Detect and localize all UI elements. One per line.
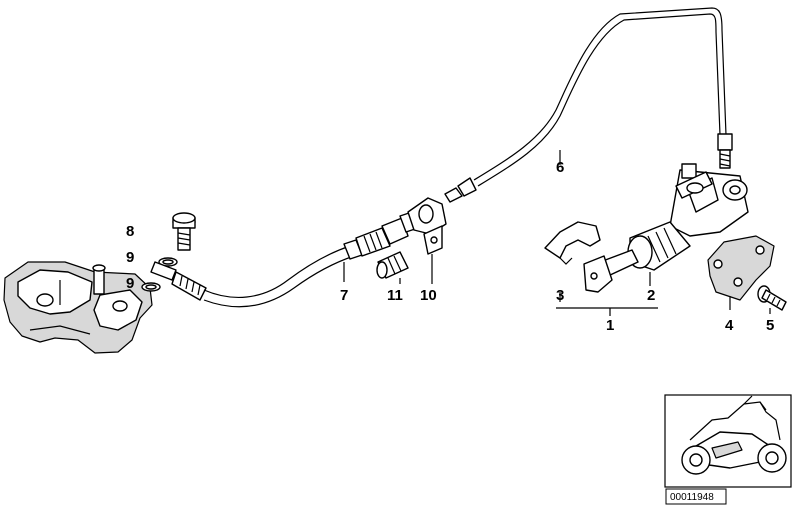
master-brake-cylinder (583, 163, 749, 293)
callout-5: 5 (766, 317, 774, 334)
bracket-plate (707, 235, 775, 301)
banjo-bolt (172, 212, 196, 251)
reference-number: 00011948 (670, 492, 714, 503)
sealing-rings (141, 257, 178, 292)
callout-10: 10 (420, 287, 437, 304)
callout-1: 1 (606, 317, 614, 334)
brake-line (444, 7, 733, 203)
callout-7: 7 (340, 287, 348, 304)
hose-holder (407, 197, 447, 255)
leader-lines (343, 150, 771, 316)
clip (544, 221, 601, 265)
bushing (376, 251, 409, 279)
brake-caliper (3, 261, 153, 354)
motorcycle-inset (664, 394, 792, 488)
callout-9-lower: 9 (126, 275, 134, 292)
callout-9-upper: 9 (126, 249, 134, 266)
callout-2: 2 (647, 287, 655, 304)
callout-8: 8 (126, 223, 134, 240)
reference-number-box: 00011948 (665, 488, 727, 505)
screw (757, 285, 787, 311)
callout-4: 4 (725, 317, 734, 334)
callout-6: 6 (556, 159, 564, 176)
callout-3: 3 (556, 287, 564, 304)
brake-hose (150, 211, 419, 308)
callout-11: 11 (387, 287, 403, 304)
